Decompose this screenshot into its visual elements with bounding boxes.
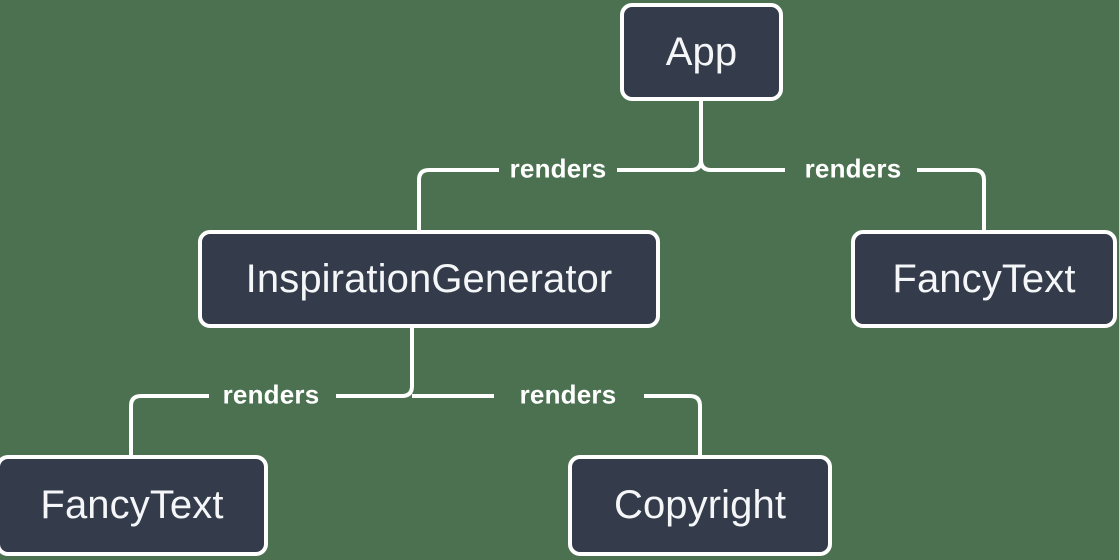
- edge-app-to-inspiration: [617, 159, 703, 172]
- edge-label-app-to-inspiration: renders: [509, 153, 607, 184]
- node-app[interactable]: App: [620, 3, 783, 101]
- edge-label-app-to-fancytext: renders: [804, 153, 902, 184]
- node-fancytext-top[interactable]: FancyText: [851, 230, 1117, 328]
- edge-inspiration-to-fancytext: [336, 385, 414, 398]
- edge-inspiration-to-copyright-2: [644, 394, 702, 455]
- node-inspiration-generator-label: InspirationGenerator: [245, 256, 613, 301]
- edge-inspiration-to-fancytext-2: [129, 394, 209, 455]
- edge-app-to-inspiration-2: [417, 168, 499, 230]
- node-fancytext-bottom[interactable]: FancyText: [0, 455, 268, 556]
- edge-label-inspiration-to-fancytext: renders: [222, 379, 320, 410]
- node-inspiration-generator[interactable]: InspirationGenerator: [198, 230, 660, 328]
- node-fancytext-bottom-label: FancyText: [40, 483, 224, 527]
- node-fancytext-top-label: FancyText: [892, 256, 1076, 301]
- edge-app-to-fancytext: [699, 159, 785, 172]
- node-copyright-label: Copyright: [613, 483, 787, 527]
- node-app-label: App: [665, 29, 738, 74]
- node-copyright[interactable]: Copyright: [568, 455, 832, 556]
- edge-app-to-fancytext-2: [917, 168, 986, 230]
- edge-label-inspiration-to-copyright: renders: [519, 379, 617, 410]
